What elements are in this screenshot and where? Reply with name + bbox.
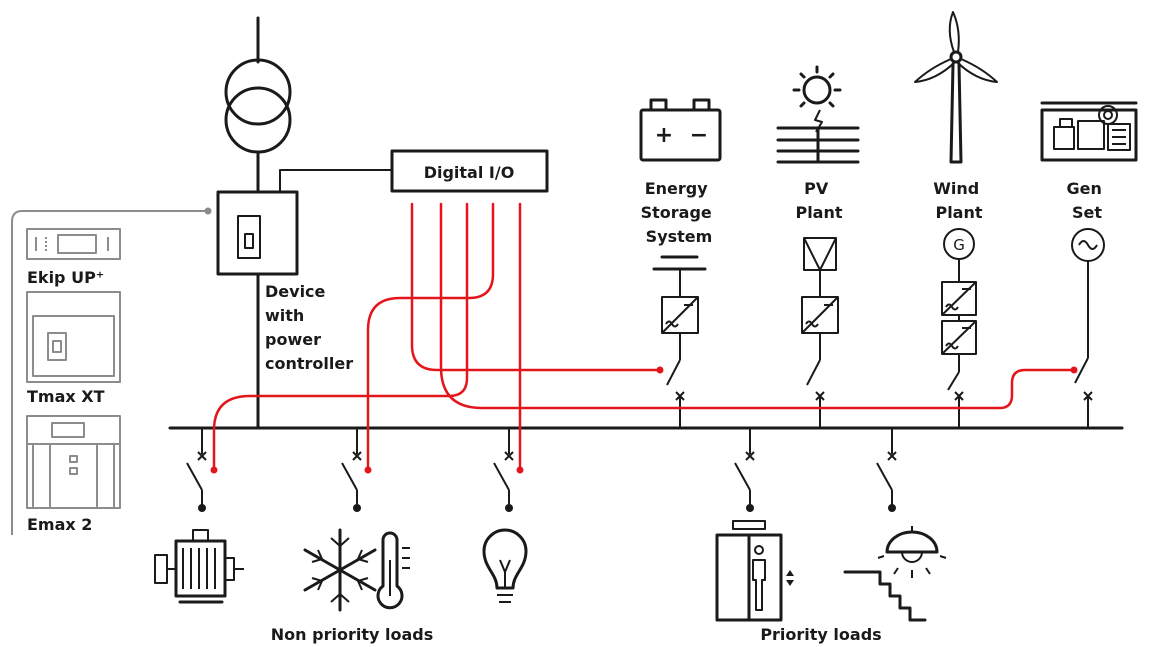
genset-switch-icon — [1074, 357, 1093, 428]
device-label: Device with power controller — [265, 282, 353, 373]
pv-symbol-icon — [803, 237, 837, 271]
emergency-light-icon — [843, 526, 947, 622]
gen-set-label: Gen Set — [1067, 179, 1108, 222]
digital-io-label: Digital I/O — [424, 163, 515, 182]
emergency-light-feeder-switch-icon — [876, 428, 897, 512]
hvac-feeder-switch-icon — [341, 428, 362, 512]
sun-icon — [792, 65, 842, 133]
pv-converter-icon — [801, 296, 839, 334]
ekip-up-device-icon — [26, 228, 121, 260]
wind-plant-label: Wind Plant — [933, 179, 985, 222]
solar-panel-icon — [776, 126, 860, 164]
elevator-feeder-switch-icon — [734, 428, 755, 512]
svg-text:+: + — [655, 123, 673, 148]
control-signal-wires — [210, 202, 1078, 474]
energy-storage-label: Energy Storage System — [641, 179, 718, 246]
light-bulb-icon — [482, 528, 528, 603]
wind-generator-letter: G — [953, 236, 965, 254]
transformer-icon — [224, 58, 292, 154]
ekip-up-label: Ekip UP⁺ — [27, 268, 104, 287]
tmax-xt-label: Tmax XT — [27, 387, 105, 406]
elevator-icon — [715, 520, 794, 622]
emax-2-label: Emax 2 — [27, 515, 92, 534]
gen-set-ac-symbol-icon — [1071, 228, 1105, 262]
non-priority-loads-label: Non priority loads — [271, 625, 433, 644]
hvac-icon — [303, 528, 410, 612]
device-to-io-line — [279, 169, 392, 192]
generator-set-icon — [1040, 101, 1138, 162]
wind-turbine-icon — [914, 11, 998, 164]
emax-2-device-icon — [26, 415, 121, 509]
priority-loads-label: Priority loads — [760, 625, 881, 644]
lighting-feeder-switch-icon — [493, 428, 514, 512]
battery-icon: + − — [639, 98, 722, 162]
power-controller-device-icon — [216, 190, 299, 276]
battery-symbol-icon — [652, 255, 707, 271]
pv-switch-icon — [806, 359, 825, 428]
storage-converter-icon — [661, 296, 699, 334]
wind-converter-1-icon — [941, 281, 977, 316]
storage-switch-icon — [666, 359, 685, 428]
motor-icon — [154, 529, 244, 604]
svg-text:−: − — [690, 123, 708, 148]
motor-feeder-switch-icon — [186, 428, 207, 512]
device-bracket-dot — [204, 207, 212, 215]
wind-converter-2-icon — [941, 320, 977, 355]
wind-switch-icon — [947, 371, 964, 428]
device-bracket-line — [11, 210, 208, 535]
pv-plant-label: PV Plant — [795, 179, 842, 222]
digital-io-box — [390, 149, 549, 193]
tmax-xt-device-icon — [26, 291, 121, 383]
